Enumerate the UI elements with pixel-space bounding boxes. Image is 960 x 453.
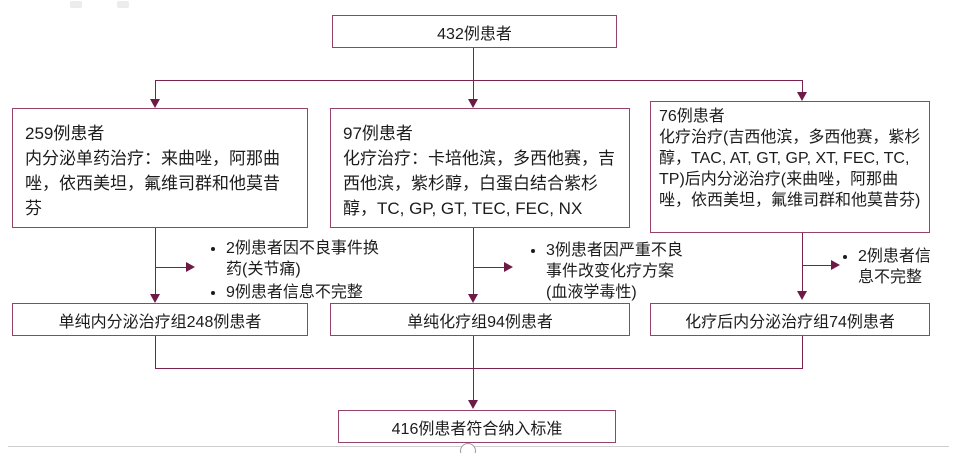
branch-detail: 化疗治疗(吉西他滨，多西他赛，紫杉醇，TAC, AT, GT, GP, XT, … [659, 129, 921, 209]
box-chemo-endocrine-result: 化疗后内分泌治疗组74例患者 [650, 303, 930, 336]
branch-detail: 化疗治疗：卡培他滨，多西他赛，吉西他滨，紫杉醇，白蛋白结合紫杉醇，TC, GP,… [343, 149, 615, 218]
arrow-down-icon [150, 99, 160, 108]
exclusion-note-chemo-endocrine: 2例患者信息不完整 [840, 246, 943, 290]
box-total-patients: 432例患者 [332, 15, 617, 48]
connector-line [155, 336, 156, 368]
connector-line [155, 228, 156, 295]
result-label: 化疗后内分泌治疗组74例患者 [685, 313, 895, 331]
box-final-inclusion: 416例患者符合纳入标准 [338, 410, 616, 443]
connector-line [473, 228, 474, 295]
exclusion-item: 2例患者因不良事件换药(关节痛) [226, 238, 393, 280]
final-label: 416例患者符合纳入标准 [391, 420, 563, 438]
connector-line [473, 368, 474, 401]
box-chemo-then-endocrine-branch: 76例患者 化疗治疗(吉西他滨，多西他赛，紫杉醇，TAC, AT, GT, GP… [650, 101, 930, 233]
edge-artifact [70, 1, 82, 8]
connector-line [473, 48, 474, 100]
page-edge-line [8, 446, 949, 447]
result-label: 单纯化疗组94例患者 [407, 313, 553, 331]
arrow-down-icon [468, 294, 478, 303]
connector-line [802, 80, 803, 94]
exclusion-note-chemo: 3例患者因严重不良事件改变化疗方案(血液学毒性) [528, 240, 686, 305]
arrow-right-icon [504, 262, 513, 272]
branch-count: 76例患者 [659, 108, 725, 125]
connector-line [803, 265, 831, 266]
box-endocrine-result: 单纯内分泌治疗组248例患者 [12, 303, 308, 336]
connector-line [156, 267, 186, 268]
connector-line [802, 336, 803, 368]
branch-detail: 内分泌单药治疗：来曲唑，阿那曲唑，依西美坦，氟维司群和他莫昔芬 [25, 149, 280, 218]
branch-count: 97例患者 [343, 124, 413, 143]
connector-line [473, 336, 474, 368]
arrow-down-icon [797, 291, 807, 300]
exclusion-list: 2例患者因不良事件换药(关节痛) 9例患者信息不完整 [208, 238, 393, 303]
box-endocrine-branch: 259例患者 内分泌单药治疗：来曲唑，阿那曲唑，依西美坦，氟维司群和他莫昔芬 [12, 108, 308, 228]
arrow-right-icon [186, 262, 195, 272]
edge-artifact [117, 1, 129, 8]
exclusion-note-endocrine: 2例患者因不良事件换药(关节痛) 9例患者信息不完整 [208, 238, 393, 305]
box-chemo-branch: 97例患者 化疗治疗：卡培他滨，多西他赛，吉西他滨，紫杉醇，白蛋白结合紫杉醇，T… [330, 108, 630, 228]
exclusion-item: 2例患者信息不完整 [858, 246, 943, 288]
exclusion-list: 2例患者信息不完整 [840, 246, 943, 288]
arrow-down-icon [468, 400, 478, 409]
connector-line [155, 80, 803, 81]
connector-line [474, 267, 504, 268]
connector-line [802, 233, 803, 292]
page-edge-circle [460, 443, 476, 453]
arrow-down-icon [797, 92, 807, 101]
box-total-patients-label: 432例患者 [437, 25, 512, 43]
arrow-down-icon [150, 294, 160, 303]
result-label: 单纯内分泌治疗组248例患者 [58, 313, 262, 331]
arrow-right-icon [831, 260, 840, 270]
box-chemo-result: 单纯化疗组94例患者 [330, 303, 630, 336]
connector-line [155, 80, 156, 100]
exclusion-list: 3例患者因严重不良事件改变化疗方案(血液学毒性) [528, 240, 686, 303]
exclusion-item: 3例患者因严重不良事件改变化疗方案(血液学毒性) [546, 240, 686, 303]
branch-count: 259例患者 [25, 124, 105, 143]
connector-line [155, 368, 803, 369]
exclusion-item: 9例患者信息不完整 [226, 282, 393, 303]
arrow-down-icon [468, 99, 478, 108]
